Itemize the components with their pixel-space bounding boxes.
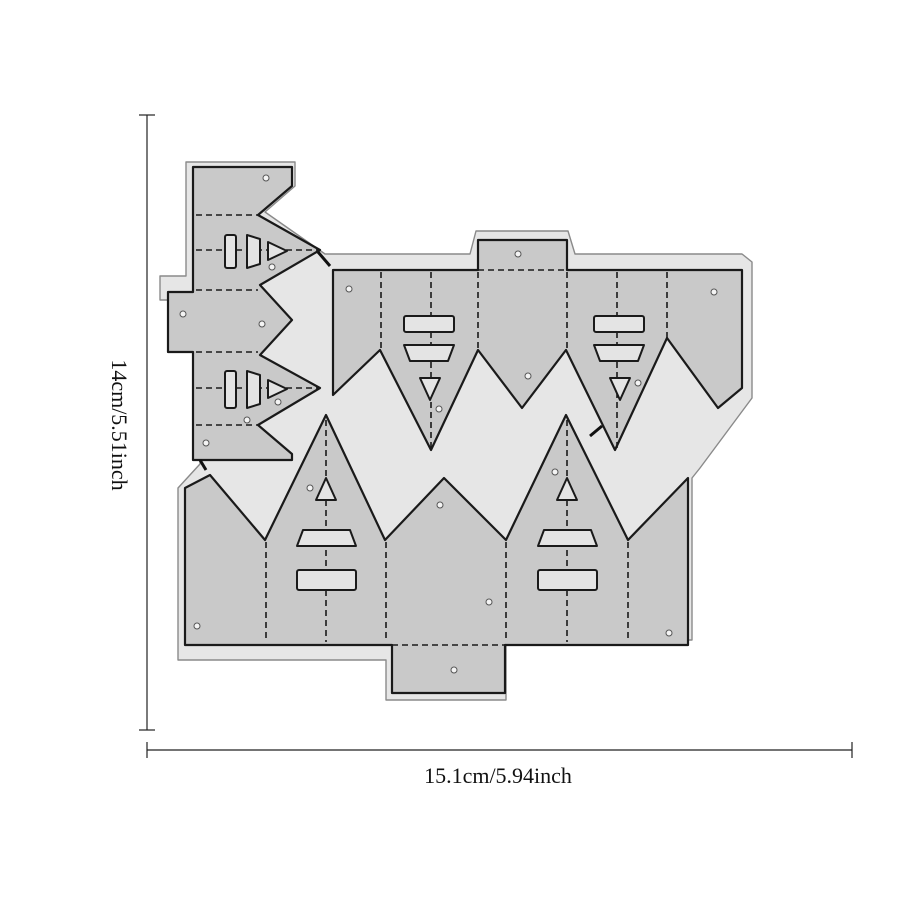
width-label: 15.1cm/5.94inch xyxy=(424,763,572,788)
slot-trapezoid xyxy=(537,529,598,547)
slot-vertical xyxy=(224,370,237,409)
slot-bar xyxy=(593,315,645,333)
upper-right-folds xyxy=(380,269,668,448)
arrow-slot xyxy=(267,379,288,399)
pin-holes xyxy=(179,174,718,674)
arrow-slot xyxy=(315,477,337,501)
arrow-slot xyxy=(419,377,441,401)
arrow-slot xyxy=(267,241,288,261)
slot-bar xyxy=(537,569,598,591)
width-dimension xyxy=(146,742,853,758)
bottom-piece xyxy=(183,413,690,695)
slot-trapezoid xyxy=(593,344,645,362)
arrow-slot xyxy=(556,477,578,501)
slot-vertical xyxy=(224,234,237,269)
height-dimension xyxy=(139,114,155,731)
connector-nick xyxy=(198,459,208,471)
slot-bar xyxy=(296,569,357,591)
slot-trapezoid xyxy=(246,234,261,269)
slot-trapezoid xyxy=(246,370,261,409)
arrow-slot xyxy=(609,377,631,401)
slot-bar xyxy=(403,315,455,333)
slot-trapezoid xyxy=(296,529,357,547)
connector-nick xyxy=(589,424,603,438)
height-label: 14cm/5.51inch xyxy=(107,359,132,490)
slot-trapezoid xyxy=(403,344,455,362)
connector-nick xyxy=(316,251,332,267)
